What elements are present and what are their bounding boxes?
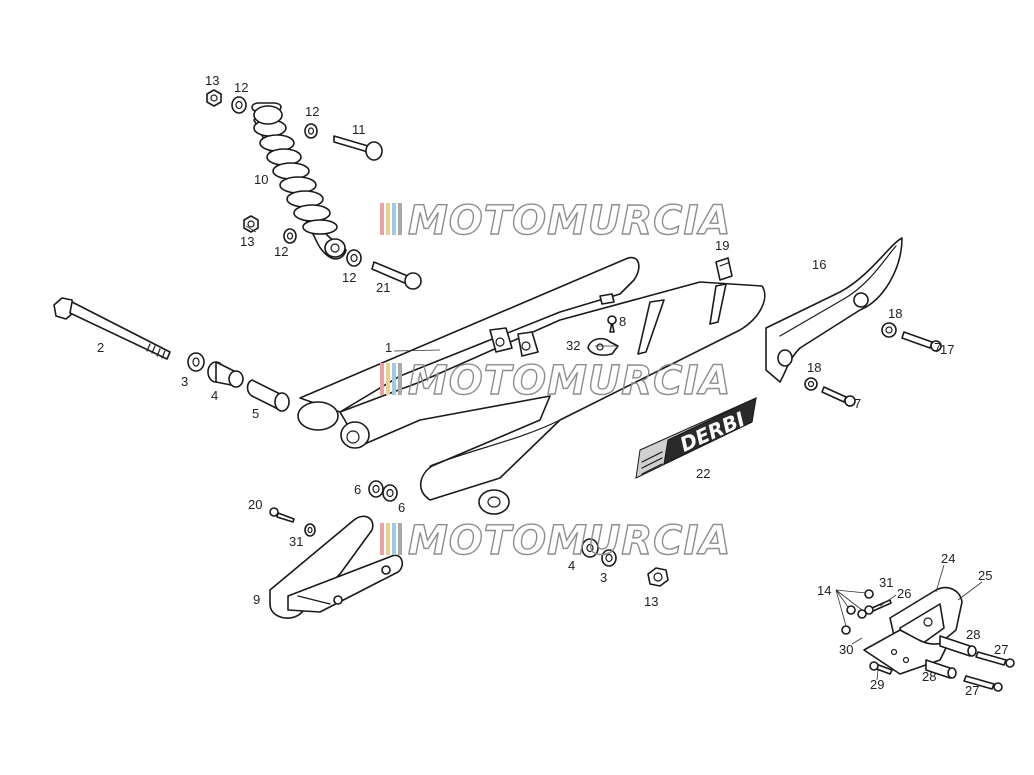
decal-brand-text: DERBI <box>676 407 749 457</box>
chain-slider <box>269 515 404 619</box>
shock-lower-washer-b <box>346 249 362 267</box>
spacer-28-lower <box>925 659 957 679</box>
pivot-washer-left <box>187 352 205 372</box>
callout-20: 20 <box>248 497 262 512</box>
bolt-27-upper <box>975 651 1015 668</box>
callout-18-top: 18 <box>888 306 902 321</box>
swingarm <box>297 256 766 515</box>
callout-10: 10 <box>254 172 268 187</box>
watermark-text-middle: MOTOMURCIA <box>408 358 731 404</box>
chain-guide <box>863 586 963 675</box>
callout-29: 29 <box>870 677 884 692</box>
watermark-top: MOTOMURCIA <box>380 197 731 245</box>
chainguard-washer-top <box>881 322 897 338</box>
callout-27-upper: 27 <box>994 642 1008 657</box>
callout-28-upper: 28 <box>966 627 980 642</box>
pivot-nut-right <box>647 567 669 587</box>
callout-12-shock: 12 <box>305 104 319 119</box>
watermark-bottom: MOTOMURCIA <box>380 517 731 565</box>
screw-8 <box>607 315 617 333</box>
callouts: 1 2 3 4 5 6 6 4 3 13 8 32 7 7 9 10 11 12… <box>97 73 1008 698</box>
chainguard-bolt-top <box>901 331 942 352</box>
callout-31-right: 31 <box>879 575 893 590</box>
pivot-spacer <box>246 379 290 412</box>
shock-lower-bolt <box>371 261 422 290</box>
pivot-bushing-right <box>581 538 599 558</box>
washer-6a <box>368 480 384 498</box>
washer-6b <box>382 484 398 502</box>
callout-16: 16 <box>812 257 826 272</box>
bolt-29 <box>869 661 893 675</box>
shock-top-washer <box>231 96 247 114</box>
callout-28-lower: 28 <box>922 669 936 684</box>
callout-17: 17 <box>940 342 954 357</box>
callout-12-bottom: 12 <box>342 270 356 285</box>
callout-13-top: 13 <box>205 73 219 88</box>
bolt-26 <box>864 599 892 615</box>
callout-19: 19 <box>715 238 729 253</box>
callout-12-top: 12 <box>234 80 248 95</box>
callout-32: 32 <box>566 338 580 353</box>
callout-21: 21 <box>376 280 390 295</box>
callout-30: 30 <box>839 642 853 657</box>
pivot-bushing-left <box>207 361 244 388</box>
chainguard-washer-bottom <box>804 377 818 391</box>
callout-8: 8 <box>619 314 626 329</box>
callout-7-top: 7 <box>934 340 941 355</box>
callout-14: 14 <box>817 583 831 598</box>
callout-3-left: 3 <box>181 374 188 389</box>
callout-4-right: 4 <box>568 558 575 573</box>
watermark-middle: MOTOMURCIA <box>380 357 731 405</box>
callout-25: 25 <box>978 568 992 583</box>
shock-top-bolt <box>333 135 383 161</box>
shock-top-nut <box>206 89 222 107</box>
watermark-text-top: MOTOMURCIA <box>408 198 731 244</box>
callout-24: 24 <box>941 551 955 566</box>
pivot-washer-right <box>601 549 617 567</box>
nut-31 <box>304 523 316 537</box>
shock-absorber <box>251 102 347 260</box>
callout-6a: 6 <box>354 482 361 497</box>
chainguard-bolt-bottom <box>821 386 856 407</box>
pivot-axle-bolt <box>53 297 171 360</box>
callout-26: 26 <box>897 586 911 601</box>
leader-lines <box>245 225 983 681</box>
callout-13-bottom: 13 <box>644 594 658 609</box>
shock-lower-nut <box>243 215 259 233</box>
callout-2: 2 <box>97 340 104 355</box>
callout-5: 5 <box>252 406 259 421</box>
callout-7-bottom: 7 <box>854 396 861 411</box>
callout-22: 22 <box>696 466 710 481</box>
callout-31-left: 31 <box>289 534 303 549</box>
shock-washer-12a <box>304 123 318 139</box>
callout-11: 11 <box>352 122 366 137</box>
callout-3-right: 3 <box>600 570 607 585</box>
screw-20 <box>269 507 295 523</box>
cable-clamp <box>587 337 619 356</box>
callout-27-lower: 27 <box>965 683 979 698</box>
chain-guard <box>765 237 903 383</box>
shock-lower-washer-a <box>283 228 297 244</box>
bolt-27-lower <box>963 675 1003 692</box>
watermark-text-bottom: MOTOMURCIA <box>408 518 731 564</box>
callout-18-bottom: 18 <box>807 360 821 375</box>
callout-13-lower: 13 <box>240 234 254 249</box>
callout-6b: 6 <box>398 500 405 515</box>
callout-12-lower: 12 <box>274 244 288 259</box>
spacer-28-upper <box>939 635 977 657</box>
clip-19 <box>715 257 733 281</box>
callout-1: 1 <box>385 340 392 355</box>
callout-9: 9 <box>253 592 260 607</box>
callout-4-left: 4 <box>211 388 218 403</box>
